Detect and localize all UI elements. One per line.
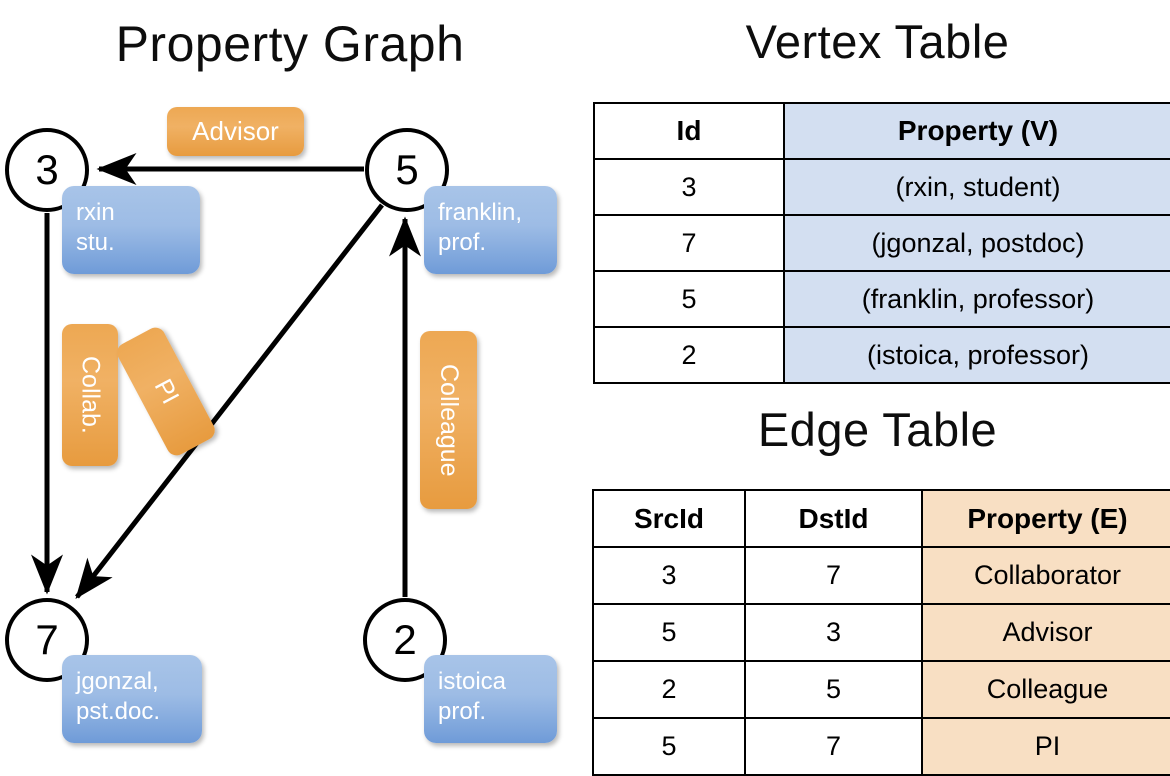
edge-table-header-dstid: DstId [744,489,923,548]
edge-cell-property: Collaborator [921,546,1170,605]
edge-cell-dstid: 5 [744,660,923,719]
vertex-property-box-2: istoica prof. [424,655,557,743]
vertex-table-header-id: Id [593,102,785,160]
table-row[interactable]: 2 (istoica, professor) [593,326,1170,384]
page-title-vertex-table: Vertex Table [745,15,1010,68]
edge-label-badge-advisor: Advisor [167,107,304,156]
vertex-node-5-label: 5 [395,146,419,193]
vertex-node-2[interactable]: 2 [363,598,447,682]
vertex-cell-id: 7 [593,214,785,272]
vertex-cell-property: (franklin, professor) [783,270,1170,328]
vertex-property-line: prof. [438,698,487,725]
vertex-property-line: jgonzal, [76,668,159,695]
edge-cell-srcid: 3 [592,546,746,605]
edge-table-header-srcid: SrcId [592,489,746,548]
vertex-property-box-5: franklin, prof. [424,186,557,274]
edge-label-text: Collab. [76,356,105,434]
edge-label-badge-collab: Collab. [62,324,118,466]
edge-cell-dstid: 3 [744,603,923,662]
edge-label-text: Advisor [192,116,279,146]
edge-line-5-to-7 [75,203,384,599]
table-row[interactable]: 3 7 Collaborator [592,546,1170,605]
vertex-node-5[interactable]: 5 [365,128,449,212]
vertex-table-header-row: Id Property (V) [593,102,1170,160]
page-title-edge-table: Edge Table [757,403,998,456]
vertex-cell-property: (rxin, student) [783,158,1170,216]
vertex-property-line: istoica [438,668,507,695]
edge-cell-srcid: 5 [592,603,746,662]
edge-cell-property: Colleague [921,660,1170,719]
vertex-table: Id Property (V) 3 (rxin, student) 7 (jgo… [593,102,1170,384]
vertex-property-box-3: rxin stu. [62,186,200,274]
vertex-property-line: pst.doc. [76,698,161,725]
vertex-cell-id: 2 [593,326,785,384]
vertex-node-3-label: 3 [35,146,59,193]
vertex-cell-id: 5 [593,270,785,328]
vertex-node-2-label: 2 [393,616,417,663]
vertex-property-line: prof. [438,229,487,256]
vertex-cell-property: (jgonzal, postdoc) [783,214,1170,272]
page-title-property-graph: Property Graph [115,16,465,72]
table-row[interactable]: 5 7 PI [592,717,1170,776]
edge-label-badge-colleague: Colleague [420,331,477,509]
edge-table-header-property: Property (E) [921,489,1170,548]
edge-table: SrcId DstId Property (E) 3 7 Collaborato… [592,489,1170,776]
edge-label-text: PI [148,374,185,409]
table-row[interactable]: 2 5 Colleague [592,660,1170,719]
edge-cell-dstid: 7 [744,717,923,776]
table-row[interactable]: 5 (franklin, professor) [593,270,1170,328]
vertex-property-line: rxin [76,199,115,226]
table-row[interactable]: 5 3 Advisor [592,603,1170,662]
edge-label-text: Colleague [435,363,463,477]
edge-cell-dstid: 7 [744,546,923,605]
edge-cell-property: Advisor [921,603,1170,662]
edge-cell-srcid: 5 [592,717,746,776]
graph-edge-lines [31,153,421,599]
vertex-cell-id: 3 [593,158,785,216]
edge-cell-srcid: 2 [592,660,746,719]
table-row[interactable]: 7 (jgonzal, postdoc) [593,214,1170,272]
vertex-property-line: stu. [76,229,115,256]
edge-table-header-row: SrcId DstId Property (E) [592,489,1170,548]
vertex-property-line: franklin, [438,199,523,226]
table-row[interactable]: 3 (rxin, student) [593,158,1170,216]
vertex-table-header-property: Property (V) [783,102,1170,160]
property-graph-diagram: 3 5 7 2 rxin stu. franklin, prof. jgonza… [0,0,585,760]
vertex-cell-property: (istoica, professor) [783,326,1170,384]
vertex-property-box-7: jgonzal, pst.doc. [62,655,202,743]
edge-cell-property: PI [921,717,1170,776]
vertex-node-7-label: 7 [35,616,59,663]
